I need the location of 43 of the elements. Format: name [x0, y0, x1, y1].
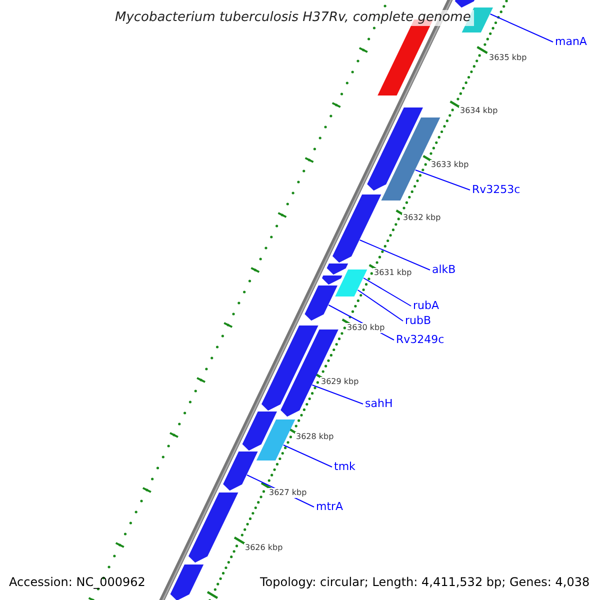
gene-feature: [262, 326, 318, 411]
gene-feature: [322, 276, 342, 285]
gene-bar: [335, 284, 360, 296]
scale-label: 3628 kbp: [295, 432, 335, 442]
gene-feature: [367, 108, 423, 191]
gene-label: Rv3253c: [472, 183, 520, 196]
scale-label: 3627 kbp: [268, 488, 308, 498]
info-text: Topology: circular; Length: 4,411,532 bp; Genes: 4,038: [260, 575, 590, 589]
scale-label: 3634 kbp: [459, 106, 499, 116]
leader-line: [363, 278, 412, 306]
gene-label: manA: [555, 35, 587, 48]
leader-line: [357, 290, 404, 322]
gene-label: tmk: [334, 460, 356, 473]
leader-line: [282, 444, 332, 468]
info-text: Accession: NC_000962: [9, 575, 146, 589]
gene-feature: [326, 264, 348, 275]
gene-label: rubB: [405, 314, 432, 327]
leader-line: [359, 240, 430, 270]
scale-label: 3632 kbp: [402, 213, 442, 223]
leader-line: [490, 14, 554, 42]
leader-line: [312, 384, 364, 404]
gene-feature: [188, 492, 238, 563]
scale-label: 3631 kbp: [373, 268, 413, 278]
gene-label: alkB: [432, 263, 456, 276]
gene-feature: [223, 452, 258, 491]
gene-label: mtrA: [316, 500, 344, 513]
gene-feature: [304, 286, 338, 321]
title: Mycobacterium tuberculosis H37Rv, complete genome: [112, 10, 474, 26]
scale-label: 3626 kbp: [244, 543, 284, 553]
gene-bar: [341, 270, 368, 284]
scale-label: 3633 kbp: [430, 160, 470, 170]
gene-label: sahH: [365, 397, 393, 410]
scale-label: 3630 kbp: [346, 323, 386, 333]
scale-label: 3635 kbp: [488, 53, 528, 63]
gene-feature: [332, 194, 382, 263]
scale-label: 3629 kbp: [320, 377, 360, 387]
gene-bar: [256, 420, 296, 460]
gene-feature: [170, 564, 204, 600]
gene-label: rubA: [413, 299, 440, 312]
gene-feature: [454, 0, 475, 8]
leader-line: [414, 170, 470, 190]
gene-label: Rv3249c: [396, 333, 444, 346]
gene-feature: [242, 412, 277, 451]
